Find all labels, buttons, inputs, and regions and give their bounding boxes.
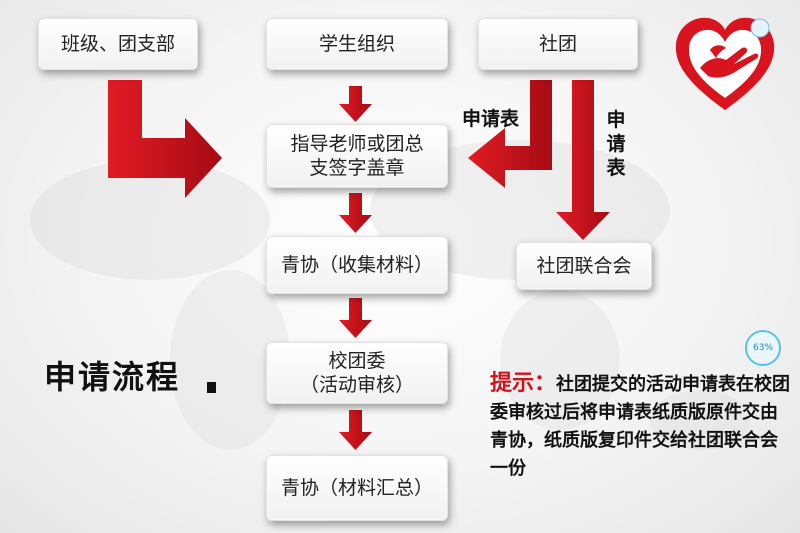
progress-badge: 63% (745, 330, 781, 366)
box-teacher-sign: 指导老师或团总 支签字盖章 (266, 124, 448, 188)
label-application-form-vertical: 申请表 (606, 109, 626, 179)
volunteer-heart-logo-icon (675, 17, 775, 110)
tip-text: 社团提交的活动申请表在校团委审核过后将申请表纸质版原件交由青协，纸质版复印件交给… (490, 374, 791, 479)
box-qingxie-summary: 青协（材料汇总） (266, 455, 448, 521)
bullet-dot (207, 382, 216, 393)
label-application-form-horizontal: 申请表 (462, 108, 520, 130)
arrow-org-to-sign (339, 86, 372, 122)
arrow-club-to-sign (468, 80, 552, 188)
tip-note: 提示：社团提交的活动申请表在校团委审核过后将申请表纸质版原件交由青协，纸质版复印… (490, 370, 790, 483)
box-club-union: 社团联合会 (516, 242, 652, 290)
box-class-league: 班级、团支部 (38, 18, 198, 70)
box-school-league: 校团委 （活动审核） (266, 342, 448, 404)
arrow-sign-to-collect (339, 193, 372, 233)
arrow-club-to-union (556, 80, 610, 240)
box-student-org: 学生组织 (266, 18, 448, 70)
box-club: 社团 (478, 18, 638, 70)
arrow-collect-to-league (339, 298, 372, 338)
arrow-class-to-sign (108, 80, 222, 198)
arrow-league-to-summary (339, 410, 372, 450)
page-title: 申请流程 (44, 358, 181, 396)
box-qingxie-collect: 青协（收集材料） (266, 236, 448, 294)
tip-label: 提示： (490, 371, 557, 396)
